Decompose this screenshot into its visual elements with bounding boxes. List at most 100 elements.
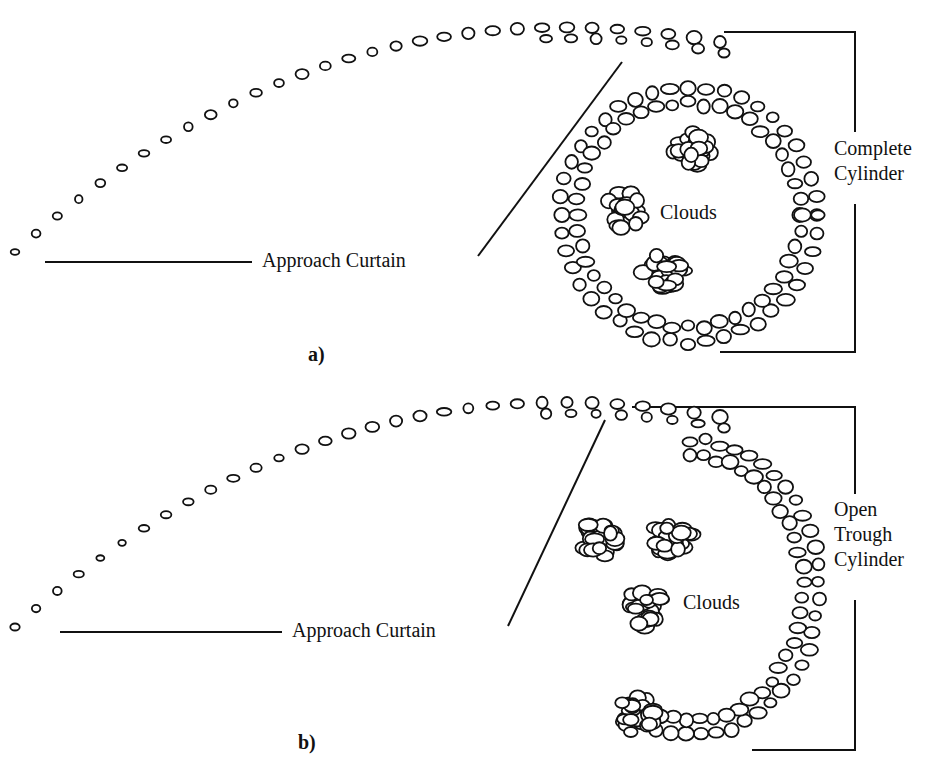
- droplet: [295, 444, 308, 453]
- droplet: [764, 698, 776, 707]
- droplet: [618, 113, 634, 125]
- droplet: [697, 99, 709, 113]
- droplet: [796, 156, 811, 167]
- droplet: [161, 511, 172, 518]
- droplet: [586, 127, 598, 137]
- droplet: [787, 533, 801, 543]
- droplet: [661, 29, 675, 39]
- droplet: [765, 492, 782, 505]
- droplet: [11, 249, 20, 255]
- leader-line: [60, 631, 282, 633]
- droplet: [711, 315, 728, 328]
- droplet: [612, 220, 629, 235]
- droplet: [697, 321, 712, 335]
- droplet: [139, 525, 150, 532]
- droplet: [716, 330, 731, 343]
- droplet: [666, 100, 678, 110]
- droplet: [566, 410, 577, 418]
- droplet: [766, 134, 781, 148]
- cylinder-label: Open Trough Cylinder: [834, 497, 922, 572]
- bracket: [632, 407, 855, 494]
- droplet: [813, 593, 826, 606]
- droplet: [751, 102, 764, 112]
- droplet: [796, 560, 812, 574]
- droplet: [10, 624, 19, 631]
- bracket: [752, 600, 855, 750]
- curtain-label: Approach Curtain: [292, 618, 436, 643]
- droplet: [709, 727, 724, 738]
- droplet: [750, 318, 765, 331]
- droplet: [797, 578, 811, 587]
- droplet: [648, 315, 665, 328]
- droplet: [437, 408, 452, 416]
- clouds-label: Clouds: [660, 200, 717, 225]
- droplet: [96, 555, 104, 561]
- droplet: [802, 525, 818, 538]
- droplet: [727, 105, 743, 118]
- droplet: [634, 106, 649, 118]
- droplet: [569, 194, 585, 205]
- droplet: [699, 434, 711, 445]
- droplet: [712, 410, 728, 424]
- droplet: [697, 450, 710, 460]
- droplet: [569, 225, 585, 237]
- droplet: [766, 677, 778, 686]
- droplet: [535, 23, 550, 32]
- droplet: [777, 126, 792, 137]
- droplet: [250, 89, 262, 97]
- droplet: [697, 336, 714, 346]
- droplet: [680, 81, 695, 95]
- droplet: [583, 146, 600, 159]
- bracket: [724, 32, 855, 132]
- leader-line: [478, 62, 622, 256]
- droplet: [161, 136, 171, 143]
- droplet: [718, 709, 735, 722]
- droplet: [319, 437, 332, 445]
- droplet: [691, 420, 704, 428]
- droplet: [227, 475, 239, 482]
- droplet: [672, 526, 691, 540]
- droplet: [32, 230, 41, 238]
- droplet: [635, 27, 650, 36]
- droplet: [342, 55, 355, 63]
- droplet: [437, 33, 451, 42]
- droplet: [788, 239, 801, 253]
- droplet: [770, 663, 787, 673]
- droplet: [776, 271, 793, 283]
- droplet: [565, 155, 578, 169]
- droplet: [661, 84, 679, 94]
- droplet: [74, 571, 84, 577]
- droplet: [591, 33, 602, 44]
- droplet: [561, 397, 572, 408]
- droplet: [790, 495, 803, 504]
- droplet: [537, 397, 548, 409]
- droplet: [790, 623, 807, 634]
- droplet: [692, 714, 708, 724]
- droplet: [758, 481, 771, 494]
- droplet: [754, 459, 772, 469]
- droplet: [610, 399, 624, 409]
- droplet: [604, 526, 617, 541]
- droplet: [611, 25, 625, 34]
- droplet: [642, 412, 652, 421]
- droplet: [630, 617, 647, 631]
- droplet: [615, 697, 629, 708]
- droplet: [618, 304, 635, 317]
- droplet: [752, 126, 769, 137]
- droplet: [809, 191, 825, 202]
- droplet: [575, 178, 591, 190]
- droplet: [795, 593, 808, 603]
- droplet: [743, 303, 755, 317]
- droplet: [598, 136, 611, 149]
- droplet: [787, 638, 803, 648]
- droplet: [342, 428, 356, 438]
- droplet: [792, 607, 807, 618]
- droplet: [718, 85, 732, 97]
- droplet: [810, 228, 823, 240]
- droplet: [657, 261, 676, 272]
- droplet: [682, 437, 697, 446]
- droplet: [366, 422, 380, 432]
- droplet: [780, 255, 798, 268]
- droplet: [789, 280, 805, 291]
- droplet: [731, 325, 749, 335]
